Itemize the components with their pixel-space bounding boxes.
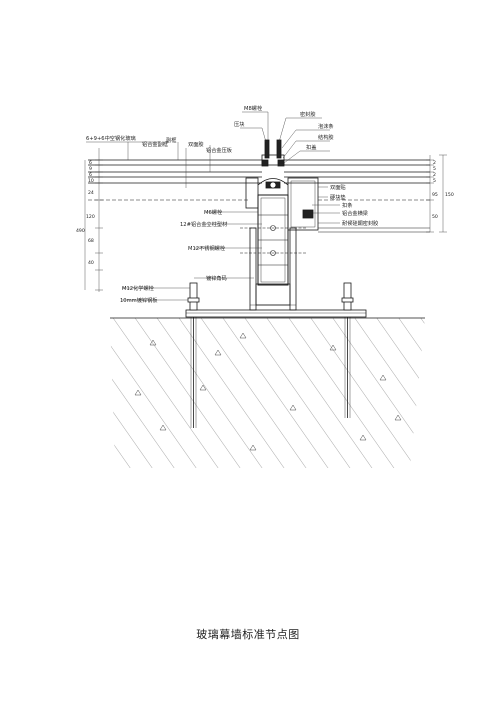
aluminum-mullion — [240, 194, 306, 286]
label-plate: 10mm镀锌钢板 — [120, 296, 158, 304]
anchor-bolts — [187, 282, 354, 428]
label-seal-top: 结构胶 — [318, 133, 334, 141]
label-r4: 铝合金横梁 — [342, 209, 368, 217]
label-glass: 6+9+6中空钢化玻璃 — [86, 134, 136, 142]
dim-right-4: 5 — [433, 178, 436, 184]
label-rib: 压块 — [234, 120, 245, 128]
dim-left-6: 120 — [86, 214, 95, 220]
glass-curtain-wall-node-drawing: 6+9+6中空钢化玻璃 铝合金副框 副框 双面胶 铝合金压板 M8螺栓 压块 密… — [76, 104, 454, 468]
base-plate — [185, 309, 367, 318]
left-dimension-texts: 6 9 6 10 24 120 68 40 490 — [76, 160, 95, 266]
dim-left-total: 490 — [76, 228, 85, 234]
label-press-cover: 扣盖 — [306, 143, 316, 151]
dim-left-7: 68 — [88, 238, 94, 244]
dim-left-5: 24 — [88, 190, 94, 196]
label-bolt: M12化学螺栓 — [122, 284, 155, 292]
label-r5: 耐候硅酮密封胶 — [342, 219, 378, 227]
label-alu-profile: 铝合金副框 — [142, 140, 168, 148]
label-r3: 扣条 — [342, 201, 352, 209]
right-dimension-texts: 2 5 2 5 95 50 150 — [432, 160, 454, 220]
figure-caption: 玻璃幕墙标准节点图 — [196, 628, 300, 641]
component-labels: 6+9+6中空钢化玻璃 铝合金副框 副框 双面胶 铝合金压板 M8螺栓 压块 密… — [86, 104, 378, 304]
dim-left-1: 6 — [89, 160, 92, 166]
concrete-substrate — [110, 317, 425, 468]
dim-right-3: 2 — [433, 172, 436, 178]
label-block: 双面胶 — [188, 140, 204, 148]
label-r2: 硬块垫 — [330, 193, 346, 201]
dim-right-6: 50 — [432, 214, 438, 220]
dimension-lines — [84, 148, 447, 292]
pressure-plate-and-seals — [257, 139, 289, 189]
dim-left-2: 9 — [89, 166, 92, 172]
label-mullion: 12#铝合金立柱型材 — [180, 220, 227, 228]
dim-right-1: 2 — [433, 160, 436, 166]
label-m6-screw: M6螺栓 — [204, 208, 223, 216]
label-weather-seal: 密封胶 — [300, 110, 316, 118]
dim-right-5: 95 — [432, 192, 438, 198]
label-bracket: 副框 — [166, 136, 176, 144]
leader-lines — [86, 111, 340, 301]
label-sleeve: M12不锈钢螺栓 — [188, 244, 226, 252]
dim-left-8: 40 — [88, 260, 94, 266]
side-transom-profile — [245, 177, 319, 231]
dim-right-2: 5 — [433, 166, 436, 172]
label-r1: 双面贴 — [330, 183, 346, 191]
label-angle: 镀锌角码 — [206, 274, 227, 282]
dim-right-total: 150 — [445, 192, 454, 198]
dim-left-4: 10 — [88, 178, 94, 184]
label-screw: M8螺栓 — [244, 104, 263, 112]
label-pressure-plate: 铝合金压板 — [206, 146, 233, 154]
insulated-glass-panes — [88, 159, 430, 233]
label-foam: 泡沫条 — [318, 122, 334, 130]
steel-angle-brackets — [249, 227, 297, 311]
dim-left-3: 6 — [89, 172, 92, 178]
